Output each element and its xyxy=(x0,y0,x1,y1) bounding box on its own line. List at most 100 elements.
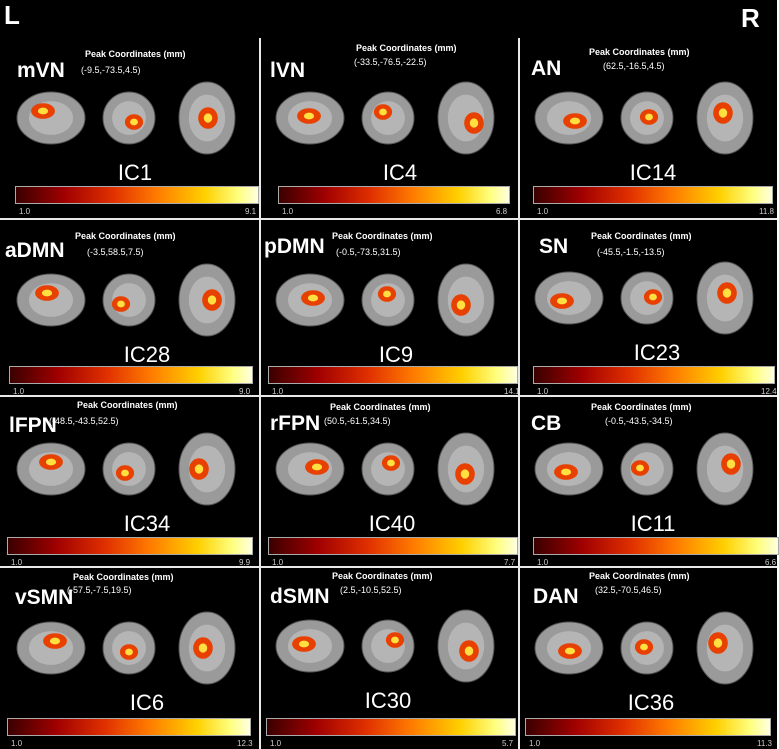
colorbar-max: 11.3 xyxy=(757,739,772,748)
component-label: IC28 xyxy=(123,342,171,367)
colorbar xyxy=(9,366,253,384)
colorbar-max: 6.8 xyxy=(496,207,508,216)
panel-ic40: rFPN Peak Coordinates (mm) (50.5,-61.5,34.… xyxy=(262,397,518,567)
peak-coordinates-title: Peak Coordinates (mm) xyxy=(85,49,186,59)
brain-slices xyxy=(275,432,495,506)
peak-coordinates-title: Peak Coordinates (mm) xyxy=(591,402,692,412)
colorbar-min: 1.0 xyxy=(282,207,294,216)
component-label: IC4 xyxy=(382,160,418,185)
network-label: CB xyxy=(531,412,562,435)
peak-coordinates-title: Peak Coordinates (mm) xyxy=(589,571,690,581)
component-label: IC23 xyxy=(633,340,681,365)
colorbar-max: 14.1 xyxy=(504,387,520,396)
panel-divider xyxy=(0,566,777,568)
peak-coordinates-title: Peak Coordinates (mm) xyxy=(75,231,176,241)
panel-ic11: CB Peak Coordinates (mm) (-0.5,-43.5,-34.5… xyxy=(521,397,779,567)
colorbar-max: 9.9 xyxy=(239,558,251,567)
panel-divider xyxy=(0,218,777,220)
colorbar-min: 1.0 xyxy=(13,387,25,396)
colorbar-max: 12.4 xyxy=(761,387,777,396)
brain-slices xyxy=(275,609,495,683)
network-label: vSMN xyxy=(15,586,74,609)
colorbar xyxy=(533,537,779,555)
colorbar xyxy=(533,186,773,204)
colorbar-max: 12.3 xyxy=(237,739,253,748)
colorbar-min: 1.0 xyxy=(270,739,282,748)
peak-coordinates-value: (-48.5,-43.5,52.5) xyxy=(49,416,119,426)
panel-divider xyxy=(259,38,261,749)
component-label: IC34 xyxy=(123,511,171,536)
colorbar-max: 5.7 xyxy=(502,739,514,748)
panel-ic14: AN Peak Coordinates (mm) (62.5,-16.5,4.5) I… xyxy=(521,38,775,218)
peak-coordinates-title: Peak Coordinates (mm) xyxy=(73,572,174,582)
colorbar-max: 7.7 xyxy=(504,558,516,567)
panel-divider xyxy=(0,395,777,397)
left-hemisphere-label: L xyxy=(4,0,20,30)
colorbar-min: 1.0 xyxy=(272,558,284,567)
component-label: IC36 xyxy=(627,690,675,715)
network-label: rFPN xyxy=(270,412,321,435)
colorbar xyxy=(15,186,259,204)
peak-coordinates-title: Peak Coordinates (mm) xyxy=(77,400,178,410)
network-label: DAN xyxy=(533,585,579,608)
network-label: AN xyxy=(531,57,562,80)
colorbar-min: 1.0 xyxy=(529,739,541,748)
brain-slices xyxy=(16,432,236,506)
peak-coordinates-value: (32.5,-70.5,46.5) xyxy=(595,585,662,595)
colorbar xyxy=(7,537,253,555)
peak-coordinates-value: (-9.5,-73.5,4.5) xyxy=(81,65,141,75)
component-label: IC30 xyxy=(364,688,412,713)
colorbar-max: 6.6 xyxy=(765,558,777,567)
component-label: IC14 xyxy=(629,160,677,185)
brain-slices xyxy=(16,263,236,337)
brain-slices xyxy=(534,81,754,155)
component-label: IC9 xyxy=(378,342,414,367)
peak-coordinates-value: (62.5,-16.5,4.5) xyxy=(603,61,665,71)
peak-coordinates-title: Peak Coordinates (mm) xyxy=(332,571,433,581)
network-label: dSMN xyxy=(270,585,330,608)
panel-ic36: DAN Peak Coordinates (mm) (32.5,-70.5,46.5… xyxy=(521,568,775,749)
peak-coordinates-title: Peak Coordinates (mm) xyxy=(589,47,690,57)
peak-coordinates-value: (-3.5,58.5,7.5) xyxy=(87,247,144,257)
brain-slices xyxy=(275,263,495,337)
colorbar-min: 1.0 xyxy=(11,739,23,748)
panel-divider xyxy=(518,38,520,749)
brain-slices xyxy=(534,261,754,335)
colorbar xyxy=(266,718,516,736)
panel-ic6: vSMN Peak Coordinates (mm) (-57.5,-7.5,19.… xyxy=(3,568,257,749)
colorbar-max: 9.0 xyxy=(239,387,251,396)
colorbar-min: 1.0 xyxy=(537,207,549,216)
brain-slices xyxy=(534,432,754,506)
colorbar-min: 1.0 xyxy=(537,387,549,396)
peak-coordinates-value: (50.5,-61.5,34.5) xyxy=(324,416,391,426)
brain-slices xyxy=(16,611,236,685)
panel-ic34: lFPN Peak Coordinates (mm) (-48.5,-43.5,52… xyxy=(3,397,257,567)
network-label: lFPN xyxy=(9,414,57,437)
colorbar-min: 1.0 xyxy=(537,558,549,567)
colorbar-min: 1.0 xyxy=(19,207,31,216)
brain-slices xyxy=(275,81,495,155)
component-label: IC11 xyxy=(630,511,676,536)
colorbar-min: 1.0 xyxy=(11,558,23,567)
colorbar xyxy=(278,186,510,204)
colorbar-min: 1.0 xyxy=(272,387,284,396)
component-label: IC1 xyxy=(117,160,153,185)
peak-coordinates-value: (-45.5,-1.5,-13.5) xyxy=(597,247,665,257)
peak-coordinates-value: (-0.5,-73.5,31.5) xyxy=(336,247,401,257)
peak-coordinates-title: Peak Coordinates (mm) xyxy=(330,402,431,412)
peak-coordinates-title: Peak Coordinates (mm) xyxy=(356,43,457,53)
network-label: pDMN xyxy=(264,235,325,258)
peak-coordinates-value: (-0.5,-43.5,-34.5) xyxy=(605,416,673,426)
colorbar xyxy=(533,366,775,384)
component-label: IC6 xyxy=(129,690,165,715)
brain-slices xyxy=(16,81,236,155)
component-label: IC40 xyxy=(368,511,416,536)
peak-coordinates-value: (2.5,-10.5,52.5) xyxy=(340,585,402,595)
peak-coordinates-value: (-57.5,-7.5,19.5) xyxy=(67,585,132,595)
